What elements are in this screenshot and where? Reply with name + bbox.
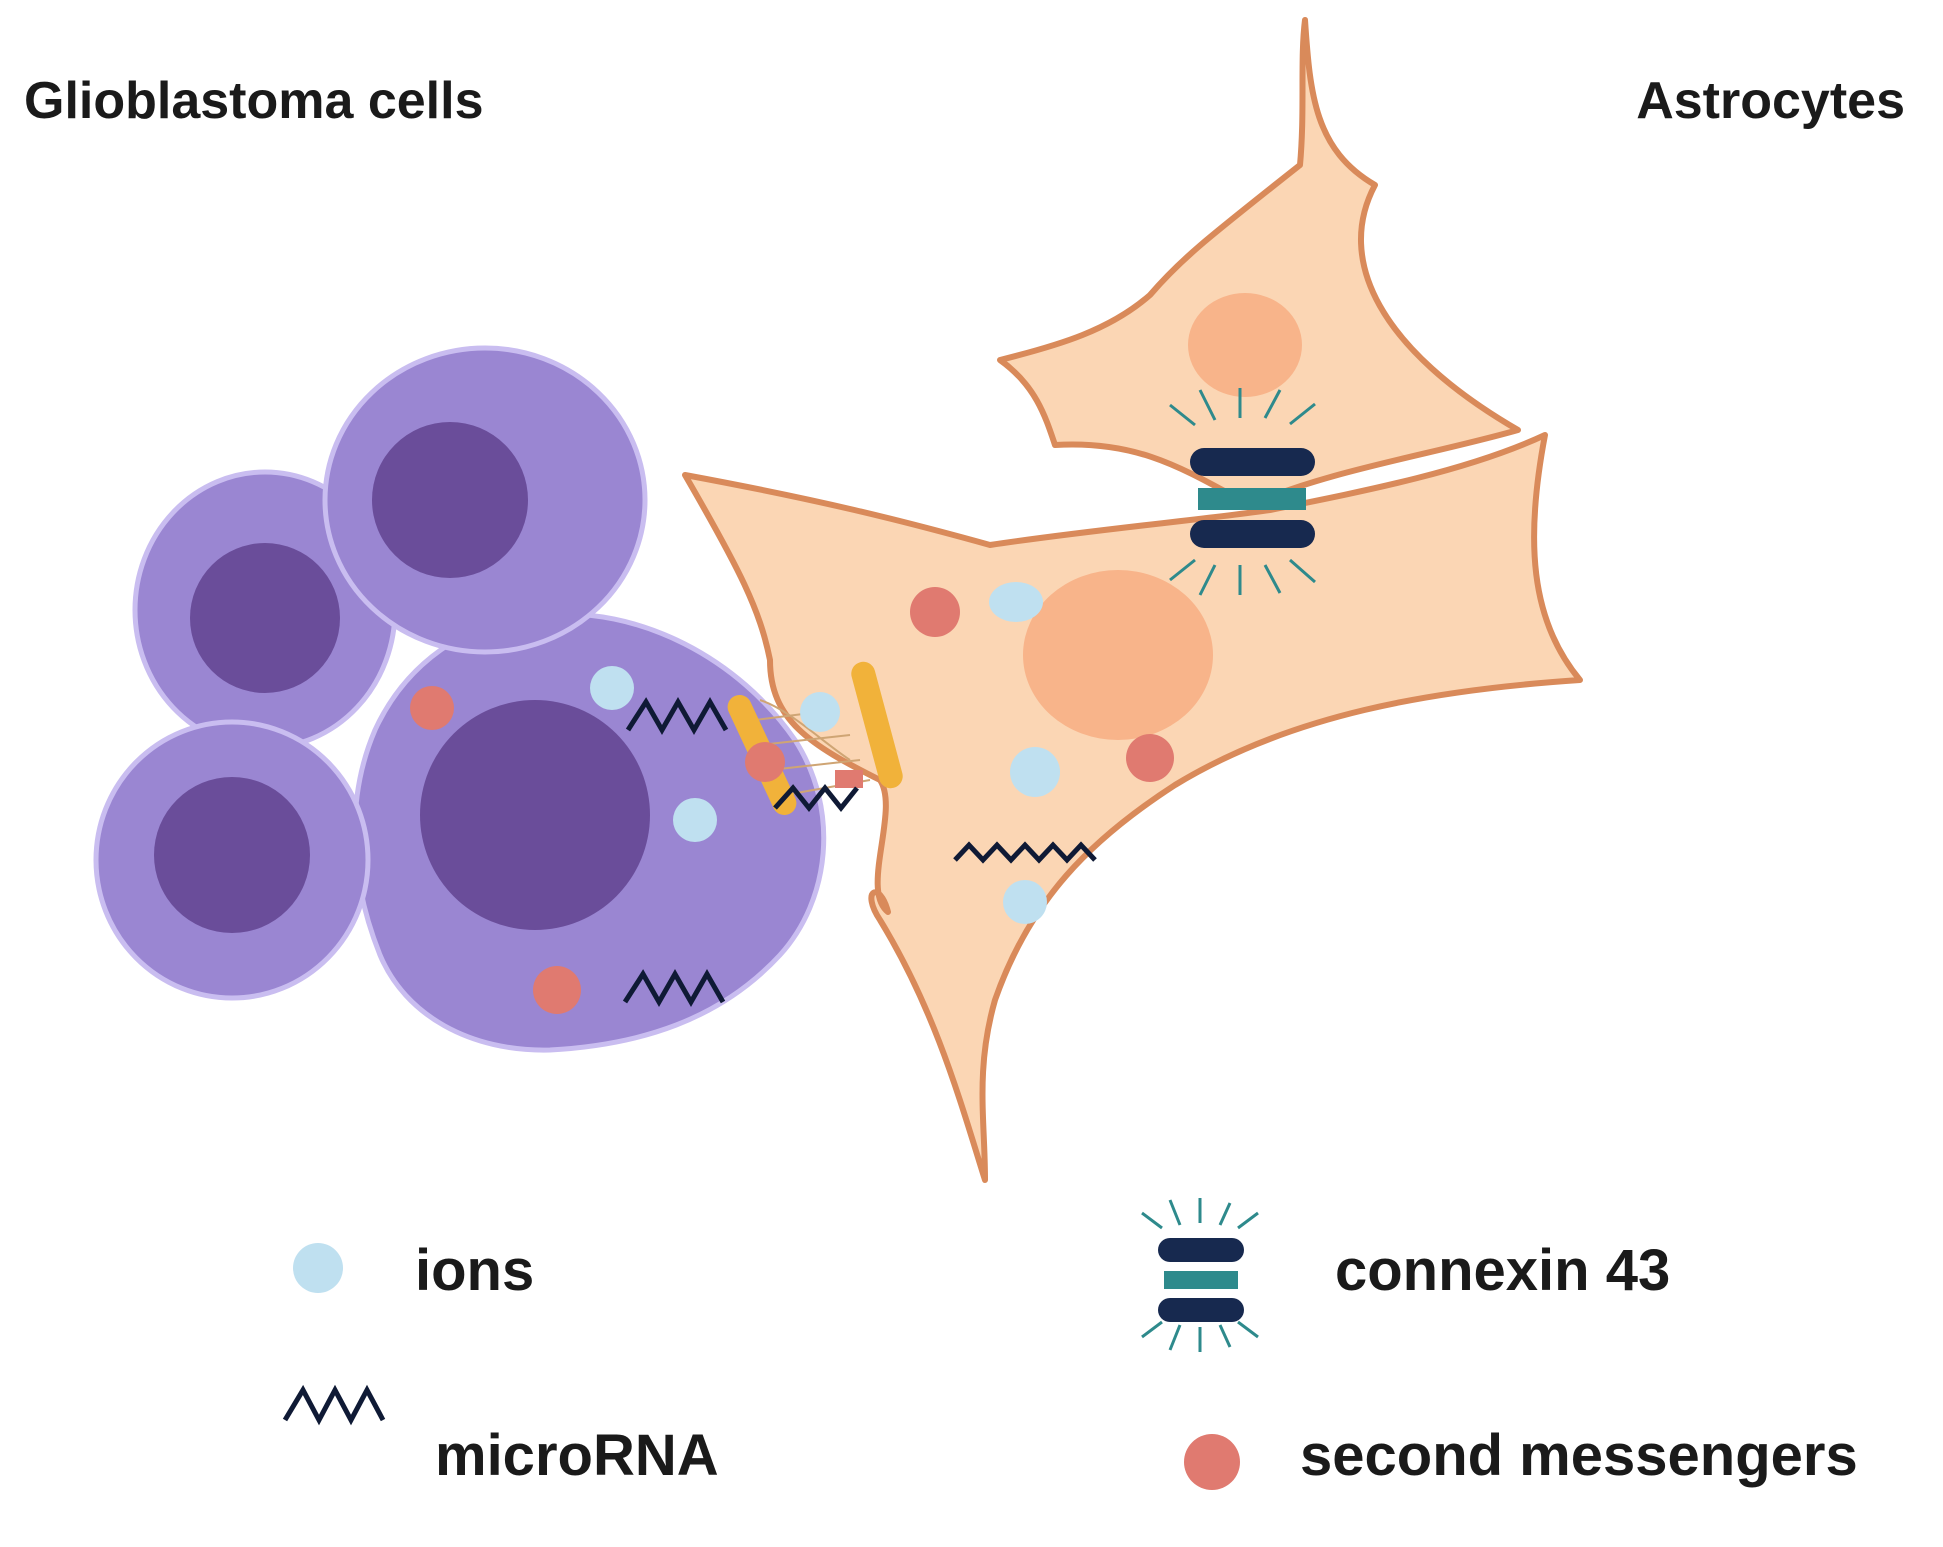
microrna-strand	[625, 696, 729, 736]
glioblastoma-cell-lower-left	[93, 719, 371, 1001]
glioblastoma-title: Glioblastoma cells	[24, 72, 484, 130]
ion	[590, 666, 634, 710]
second-messenger	[410, 686, 454, 730]
microrna-strand	[953, 841, 1097, 864]
legend-connexin: connexin 43	[1141, 1198, 1670, 1352]
ion-icon	[293, 1243, 343, 1293]
legend-ions-label: ions	[415, 1238, 534, 1303]
legend-microrna: microRNA	[282, 1384, 719, 1488]
legend: ions microRNA connexin 43 second messeng…	[282, 1198, 1858, 1490]
ion	[673, 798, 717, 842]
astrocyte-upper-nucleus	[1188, 293, 1302, 397]
molecules	[410, 582, 1174, 1014]
connexin-icon	[1158, 1238, 1244, 1262]
astrocyte-main	[682, 432, 1583, 1183]
legend-ions: ions	[293, 1238, 534, 1303]
second-messenger	[1126, 734, 1174, 782]
astrocyte-upper	[997, 17, 1521, 508]
ion	[989, 582, 1043, 622]
connexin-channel	[1169, 388, 1316, 596]
legend-microrna-label: microRNA	[435, 1423, 719, 1488]
legend-second-messengers: second messengers	[1184, 1423, 1858, 1490]
astrocyte-main-nucleus	[1023, 570, 1213, 740]
astrocytes-title: Astrocytes	[1636, 72, 1905, 130]
microrna-strand	[622, 968, 726, 1008]
glioblastoma-cluster	[93, 345, 827, 1053]
ion	[1010, 747, 1060, 797]
ion	[1003, 880, 1047, 924]
second-messenger	[910, 587, 960, 637]
gap-junction-channel	[727, 661, 903, 816]
legend-connexin-label: connexin 43	[1335, 1238, 1670, 1303]
microrna-strand	[773, 783, 859, 813]
glioblastoma-cell-top	[322, 345, 648, 655]
second-messenger-icon	[1184, 1434, 1240, 1490]
microrna-icon	[282, 1384, 386, 1426]
glioblastoma-cell-large	[352, 611, 827, 1053]
second-messenger	[533, 966, 581, 1014]
legend-second-messengers-label: second messengers	[1300, 1423, 1858, 1488]
